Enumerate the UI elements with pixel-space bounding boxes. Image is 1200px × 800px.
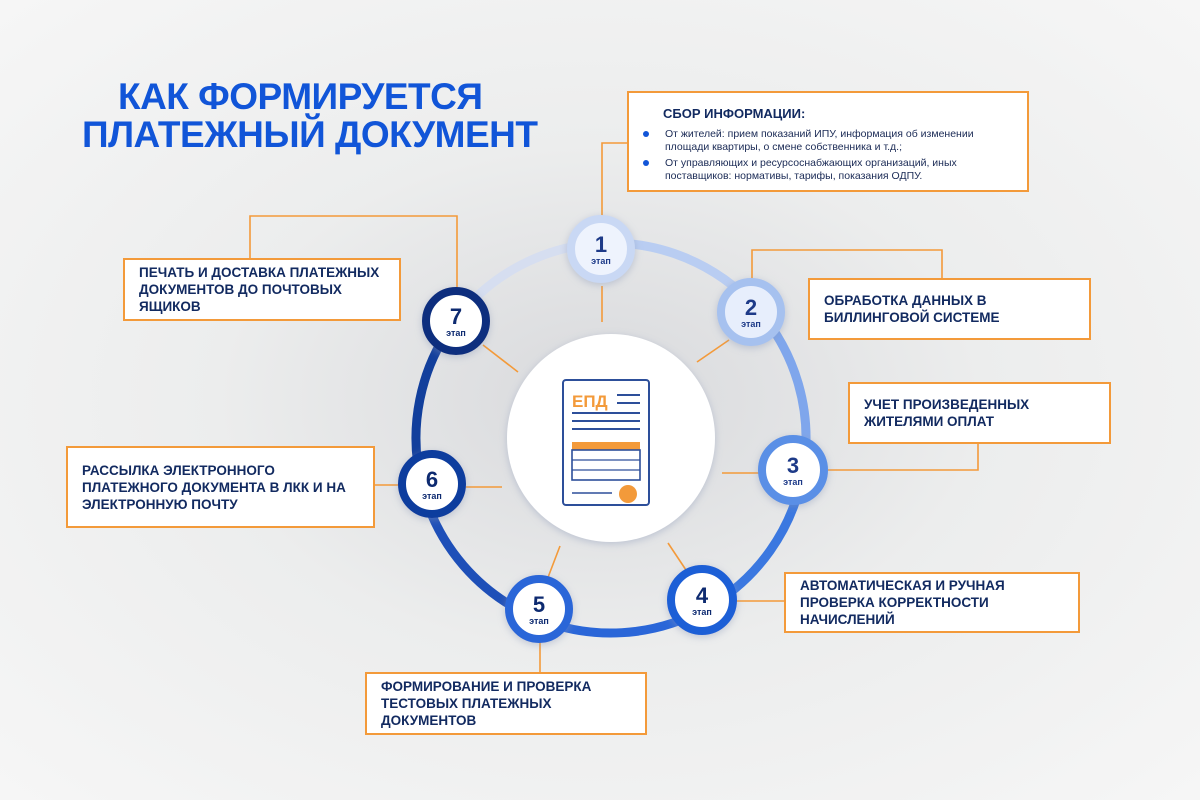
bullet-icon xyxy=(643,131,649,137)
stage-node-circle xyxy=(758,435,828,505)
stage-4-text: АВТОМАТИЧЕСКАЯ И РУЧНАЯ ПРОВЕРКА КОРРЕКТ… xyxy=(800,578,1005,627)
stage-1-bullets: От жителей: прием показаний ИПУ, информа… xyxy=(643,128,1013,183)
stage-node-circle xyxy=(505,575,573,643)
document-table xyxy=(571,449,641,481)
stage-word: этап xyxy=(783,477,803,487)
stage-1-box: СБОР ИНФОРМАЦИИ: От жителей: прием показ… xyxy=(627,91,1029,192)
stage-4-box: АВТОМАТИЧЕСКАЯ И РУЧНАЯ ПРОВЕРКА КОРРЕКТ… xyxy=(784,572,1080,633)
stage-number: 5 xyxy=(533,592,545,617)
stamp-icon xyxy=(619,485,637,503)
stage-node-circle xyxy=(422,287,490,355)
stage-3-box: УЧЕТ ПРОИЗВЕДЕННЫХ ЖИТЕЛЯМИ ОПЛАТ xyxy=(848,382,1111,444)
connector-stage-2 xyxy=(751,249,943,285)
stage-7-box: ПЕЧАТЬ И ДОСТАВКА ПЛАТЕЖНЫХ ДОКУМЕНТОВ Д… xyxy=(123,258,401,321)
stage-5-box: ФОРМИРОВАНИЕ И ПРОВЕРКА ТЕСТОВЫХ ПЛАТЕЖН… xyxy=(365,672,647,735)
stage-number: 3 xyxy=(787,453,799,478)
title-line-2: ПЛАТЕЖНЫЙ ДОКУМЕНТ xyxy=(82,114,538,155)
connector-stage-4-inner xyxy=(667,542,687,571)
document-highlight-bar xyxy=(572,442,640,450)
stage-node-circle xyxy=(567,215,635,283)
center-document: ЕПД xyxy=(507,334,715,542)
stage-3-text: УЧЕТ ПРОИЗВЕДЕННЫХ ЖИТЕЛЯМИ ОПЛАТ xyxy=(864,397,1030,429)
stage-1-title: СБОР ИНФОРМАЦИИ: xyxy=(663,106,806,121)
stage-5-text: ФОРМИРОВАНИЕ И ПРОВЕРКА ТЕСТОВЫХ ПЛАТЕЖН… xyxy=(381,679,592,728)
stage-2-text: ОБРАБОТКА ДАННЫХ В БИЛЛИНГОВОЙ СИСТЕМЕ xyxy=(824,293,1000,325)
connector-stage-1 xyxy=(601,142,627,218)
stage-6-text: РАССЫЛКА ЭЛЕКТРОННОГО ПЛАТЕЖНОГО ДОКУМЕН… xyxy=(82,462,346,512)
stage-word: этап xyxy=(591,256,611,266)
stage-number: 2 xyxy=(745,295,757,320)
stage-7-text: ПЕЧАТЬ И ДОСТАВКА ПЛАТЕЖНЫХ ДОКУМЕНТОВ Д… xyxy=(139,265,380,314)
stage-2-box: ОБРАБОТКА ДАННЫХ В БИЛЛИНГОВОЙ СИСТЕМЕ xyxy=(808,278,1091,340)
document-label: ЕПД xyxy=(572,392,608,411)
stage-word: этап xyxy=(529,616,549,626)
connector-stage-3 xyxy=(828,443,979,471)
stage-1-bullet: От жителей: прием показаний ИПУ, информа… xyxy=(643,128,1013,154)
connector-lines xyxy=(249,142,979,672)
stage-node-circle xyxy=(717,278,785,346)
connector-stage-5-inner xyxy=(546,545,561,581)
bullet-icon xyxy=(643,160,649,166)
stage-node-circle xyxy=(667,565,737,635)
stage-word: этап xyxy=(446,328,466,338)
stage-word: этап xyxy=(692,607,712,617)
title-line-1: КАК ФОРМИРУЕТСЯ xyxy=(118,76,483,117)
stage-6-box: РАССЫЛКА ЭЛЕКТРОННОГО ПЛАТЕЖНОГО ДОКУМЕН… xyxy=(66,446,375,528)
document-lines xyxy=(572,394,640,430)
stage-number: 1 xyxy=(595,232,607,257)
connector-stage-7 xyxy=(249,215,458,290)
connector-stage-2-inner xyxy=(696,339,730,363)
stage-node-circle xyxy=(398,450,466,518)
page-title: КАК ФОРМИРУЕТСЯ ПЛАТЕЖНЫЙ ДОКУМЕНТ xyxy=(82,76,538,155)
stage-word: этап xyxy=(422,491,442,501)
stage-number: 6 xyxy=(426,467,438,492)
stage-number: 4 xyxy=(696,583,709,608)
connector-stage-7-inner xyxy=(482,344,519,373)
stage-number: 7 xyxy=(450,304,462,329)
stage-1-bullet: От управляющих и ресурсоснабжающих орган… xyxy=(643,157,1013,183)
stage-word: этап xyxy=(741,319,761,329)
